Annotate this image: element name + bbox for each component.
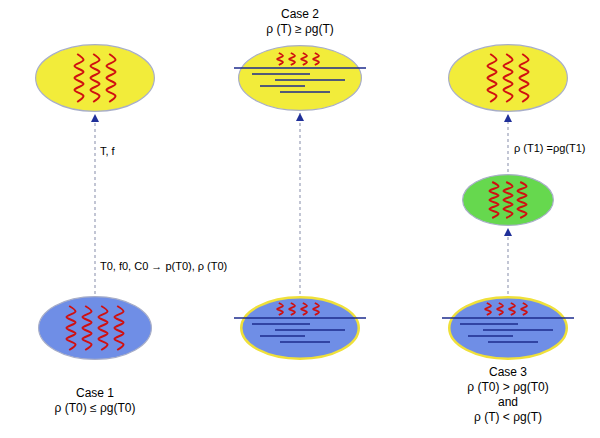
ellipse-shape bbox=[448, 296, 568, 360]
liquid-line bbox=[252, 73, 310, 75]
case-text: ρ (T0) ≤ ρg(T0) bbox=[55, 401, 136, 416]
gas-wave bbox=[518, 182, 527, 218]
transition-arrow bbox=[94, 114, 95, 294]
ellipse-content bbox=[442, 303, 574, 342]
liquid-line bbox=[483, 329, 553, 331]
case-caption: Case 3ρ (T0) > ρg(T0)andρ (T) < ρg(T) bbox=[467, 365, 548, 425]
vapor-wave bbox=[313, 53, 319, 65]
phase-ellipse bbox=[35, 44, 155, 112]
ellipse-shape bbox=[238, 45, 362, 111]
vapor-wave bbox=[521, 303, 527, 315]
gas-wave bbox=[504, 182, 513, 218]
gas-wave bbox=[504, 54, 513, 102]
gas-wave bbox=[490, 182, 499, 218]
case-caption: Case 1ρ (T0) ≤ ρg(T0) bbox=[55, 386, 136, 416]
ellipse-outline bbox=[463, 175, 554, 226]
liquid-line bbox=[280, 341, 330, 343]
liquid-line bbox=[460, 323, 518, 325]
phase-ellipse: Case 1ρ (T0) ≤ ρg(T0) bbox=[38, 296, 152, 416]
ellipse-content bbox=[234, 303, 366, 342]
vapor-wave bbox=[301, 53, 307, 65]
transition-arrow bbox=[507, 228, 508, 294]
case-text: Case 2 bbox=[281, 7, 319, 22]
vapor-wave bbox=[289, 303, 295, 315]
gas-wave bbox=[488, 54, 497, 102]
gas-wave bbox=[83, 306, 92, 350]
vapor-wave bbox=[509, 303, 515, 315]
gas-wave bbox=[107, 54, 116, 102]
ellipse-holder bbox=[35, 44, 155, 112]
liquid-line bbox=[275, 329, 345, 331]
vapor-wave bbox=[277, 303, 283, 315]
phase-ellipse bbox=[448, 44, 568, 112]
ellipse-content bbox=[75, 54, 116, 102]
transition-label: ρ (T1) =ρg(T1) bbox=[514, 141, 586, 155]
ellipse-holder bbox=[462, 174, 554, 226]
transition-arrow bbox=[507, 114, 508, 172]
vapor-wave bbox=[301, 303, 307, 315]
liquid-line bbox=[234, 317, 366, 319]
phase-ellipse bbox=[240, 296, 360, 360]
ellipse-holder bbox=[38, 296, 152, 360]
transition-label: T0, f0, C0 → p(T0), ρ (T0) bbox=[100, 259, 227, 273]
ellipse-shape bbox=[240, 296, 360, 360]
phase-ellipse: Case 3ρ (T0) > ρg(T0)andρ (T) < ρg(T) bbox=[448, 296, 568, 425]
liquid-line bbox=[252, 323, 310, 325]
ellipse-holder bbox=[238, 45, 362, 111]
gas-wave bbox=[75, 54, 84, 102]
ellipse-content bbox=[490, 182, 527, 218]
ellipse-outline bbox=[449, 45, 568, 112]
condition-label: T, f bbox=[100, 144, 115, 158]
ellipse-shape bbox=[35, 44, 155, 112]
ellipse-shape bbox=[38, 296, 152, 360]
vapor-wave bbox=[289, 53, 295, 65]
ellipse-shape bbox=[448, 44, 568, 112]
case-text: and bbox=[498, 395, 518, 410]
phase-ellipse bbox=[462, 174, 554, 226]
ellipse-outline bbox=[241, 297, 359, 359]
gas-wave bbox=[67, 306, 76, 350]
ellipse-content bbox=[67, 306, 124, 350]
liquid-line bbox=[468, 335, 513, 337]
case-text: ρ (T0) > ρg(T0) bbox=[467, 380, 548, 395]
liquid-line bbox=[488, 341, 538, 343]
case-text: ρ (T) ≥ ρg(T) bbox=[266, 22, 334, 37]
connector-group bbox=[95, 113, 508, 294]
ellipse-content bbox=[234, 53, 366, 92]
liquid-line bbox=[280, 91, 330, 93]
ellipse-outline bbox=[39, 297, 152, 360]
ellipse-content bbox=[488, 54, 529, 102]
ellipse-outline bbox=[239, 46, 362, 111]
liquid-line bbox=[260, 85, 305, 87]
phase-ellipse: Case 2ρ (T) ≥ ρg(T) bbox=[238, 7, 362, 111]
liquid-line bbox=[260, 335, 305, 337]
liquid-line bbox=[275, 79, 345, 81]
ellipse-holder bbox=[240, 296, 360, 360]
case-text: Case 3 bbox=[489, 365, 527, 380]
case-text: Case 1 bbox=[76, 386, 114, 401]
gas-wave bbox=[91, 54, 100, 102]
gas-wave bbox=[115, 306, 124, 350]
vapor-wave bbox=[277, 53, 283, 65]
transition-arrow bbox=[299, 113, 300, 294]
gas-wave bbox=[520, 54, 529, 102]
gas-wave bbox=[99, 306, 108, 350]
vapor-wave bbox=[497, 303, 503, 315]
ellipse-holder bbox=[448, 44, 568, 112]
vapor-wave bbox=[485, 303, 491, 315]
ellipse-shape bbox=[462, 174, 554, 226]
case-text: ρ (T) < ρg(T) bbox=[474, 410, 542, 425]
liquid-line bbox=[234, 67, 366, 69]
vapor-wave bbox=[313, 303, 319, 315]
ellipse-outline bbox=[36, 45, 155, 112]
case-caption: Case 2ρ (T) ≥ ρg(T) bbox=[266, 7, 334, 37]
ellipse-outline bbox=[449, 297, 567, 359]
ellipse-holder bbox=[448, 296, 568, 360]
liquid-line bbox=[442, 317, 574, 319]
